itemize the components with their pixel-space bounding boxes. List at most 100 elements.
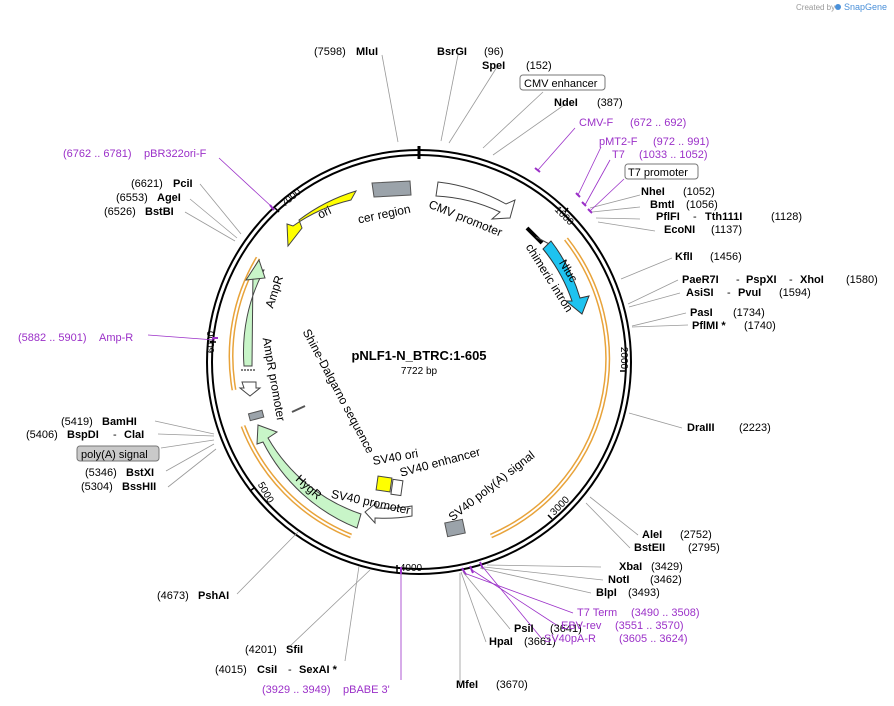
shine-dalgarno-mark	[291, 405, 306, 413]
sv40-ori-feature[interactable]	[375, 475, 393, 493]
ampr-feature[interactable]	[243, 269, 265, 367]
site-clai-name[interactable]: ClaI	[124, 429, 144, 441]
primer-cmv-f-name[interactable]: CMV-F	[579, 117, 614, 129]
primer-pbr322ori-f-range: (6762 .. 6781)	[63, 148, 132, 160]
site-leader-lines	[154, 54, 689, 684]
primer-amp-r-name[interactable]: Amp-R	[99, 332, 133, 344]
t7-promoter-box	[624, 163, 699, 180]
ampr-promoter-label: AmpR promoter	[260, 336, 288, 422]
orf-nluc-outline-inner	[490, 238, 609, 537]
grey-feature-small[interactable]	[247, 409, 265, 422]
site-bsshii-name[interactable]: BssHII	[122, 481, 156, 493]
site-pvui-name[interactable]: PvuI	[738, 287, 761, 299]
cmv-promoter-feature[interactable]	[435, 181, 516, 220]
site-xbai-name[interactable]: XbaI	[619, 561, 642, 573]
site-noti-pos: (3462)	[650, 574, 682, 586]
site-nhei-name[interactable]: NheI	[641, 186, 665, 198]
tick-6000: 6000	[206, 330, 217, 353]
primer-cmv-f-range: (672 .. 692)	[630, 117, 686, 129]
site-hpai-name[interactable]: HpaI	[489, 636, 513, 648]
polya-signal-box	[76, 445, 160, 462]
sv40-polya-feature[interactable]	[444, 518, 466, 538]
site-pcii-name[interactable]: PciI	[173, 178, 193, 190]
site-bmti-name[interactable]: BmtI	[650, 199, 674, 211]
site-bamhi-pos: (5419)	[61, 416, 93, 428]
site-bspdi-pos: (5406)	[26, 429, 58, 441]
ampr-promoter-feature[interactable]	[238, 381, 262, 397]
site-hpai-pos: (3661)	[524, 636, 556, 648]
tick-4000: 4000	[400, 563, 423, 574]
site-nhei-pos: (1052)	[683, 186, 715, 198]
site-mlui-name[interactable]: MluI	[356, 46, 378, 58]
primer-pmt2-f-name[interactable]: pMT2-F	[599, 136, 638, 148]
tick-1000: 1000	[552, 204, 576, 228]
site-csii-pos: (4015)	[215, 664, 247, 676]
tick-7000-mark	[274, 207, 280, 213]
primer-t7-term-range: (3490 .. 3508)	[631, 607, 700, 619]
site-noti-name[interactable]: NotI	[608, 574, 629, 586]
site-asisi-pos: (1594)	[779, 287, 811, 299]
site-pflmi-name[interactable]: PflMI *	[692, 320, 726, 332]
site-xhoi-name[interactable]: XhoI	[800, 274, 824, 286]
cmv-enhancer-label: CMV enhancer	[524, 78, 598, 90]
site-bstxi-name[interactable]: BstXI	[126, 467, 154, 479]
site-blpi-name[interactable]: BlpI	[596, 587, 617, 599]
primer-t7-term-name[interactable]: T7 Term	[577, 607, 617, 619]
site-bspdi-name[interactable]: BspDI	[67, 429, 99, 441]
sv40-promoter-feature[interactable]	[364, 501, 413, 525]
site-spei-name[interactable]: SpeI	[482, 60, 505, 72]
nluc-feature[interactable]	[542, 240, 590, 315]
site-agei-name[interactable]: AgeI	[157, 192, 181, 204]
primer-pbabe3-name[interactable]: pBABE 3'	[343, 684, 390, 696]
primer-ebv-rev-name[interactable]: EBV-rev	[561, 620, 602, 632]
tick-2000: 2000	[618, 347, 629, 370]
tick-1000-mark	[564, 207, 569, 213]
site-bamhi-name[interactable]: BamHI	[102, 416, 137, 428]
site-bsteii-name[interactable]: BstEII	[634, 542, 665, 554]
site-paer7i-name[interactable]: PaeR7I	[682, 274, 719, 286]
cer-region-label: cer region	[357, 202, 412, 227]
site-pasi-name[interactable]: PasI	[690, 307, 713, 319]
site-kfli-name[interactable]: KflI	[675, 251, 693, 263]
ori-feature[interactable]	[286, 190, 358, 248]
site-draiii-name[interactable]: DraIII	[687, 422, 715, 434]
primer-t7-name[interactable]: T7	[612, 149, 625, 161]
site-csii-sep: -	[288, 664, 292, 676]
site-tth111i-name[interactable]: Tth111I	[705, 211, 742, 223]
site-alei-name[interactable]: AleI	[642, 529, 662, 541]
site-blpi-pos: (3493)	[628, 587, 660, 599]
site-kfli-pos: (1456)	[710, 251, 742, 263]
site-pcii-pos: (6621)	[131, 178, 163, 190]
site-psii-name[interactable]: PsiI	[514, 623, 534, 635]
site-asisi-name[interactable]: AsiSI	[686, 287, 714, 299]
polya-signal-label: poly(A) signal	[81, 449, 148, 461]
site-sfii-name[interactable]: SfiI	[286, 644, 303, 656]
orf-hygr-outline-inner	[242, 425, 352, 537]
primer-pbr322ori-f-name[interactable]: pBR322ori-F	[144, 148, 207, 160]
tick-5000-mark	[249, 487, 255, 492]
site-sfii-pos: (4201)	[245, 644, 277, 656]
site-xbai-pos: (3429)	[651, 561, 683, 573]
snapgene-logo-icon	[835, 4, 841, 10]
site-bsrgi-name[interactable]: BsrGI	[437, 46, 467, 58]
site-pshai-name[interactable]: PshAI	[198, 590, 229, 602]
site-mfei-name[interactable]: MfeI	[456, 679, 478, 691]
site-ndei-name[interactable]: NdeI	[554, 97, 578, 109]
primer-pmt2-f-range: (972 .. 991)	[653, 136, 709, 148]
site-bstbi-pos: (6526)	[104, 206, 136, 218]
site-sexai-name[interactable]: SexAI *	[299, 664, 338, 676]
hygr-feature[interactable]	[256, 424, 362, 529]
primer-amp-r-range: (5882 .. 5901)	[18, 332, 87, 344]
sv40-enhancer-feature[interactable]	[390, 478, 404, 497]
site-bstbi-name[interactable]: BstBI	[145, 206, 174, 218]
primer-sv40pa-r-name[interactable]: SV40pA-R	[544, 633, 596, 645]
site-pspxi-name[interactable]: PspXI	[746, 274, 777, 286]
site-csii-name[interactable]: CsiI	[257, 664, 277, 676]
site-pflfi-name[interactable]: PflFI	[656, 211, 680, 223]
chimeric-intron-mark	[525, 226, 544, 245]
cer-region-feature[interactable]	[371, 180, 412, 198]
site-ndei-pos: (387)	[597, 97, 623, 109]
site-econi-name[interactable]: EcoNI	[664, 224, 695, 236]
site-spei-pos: (152)	[526, 60, 552, 72]
